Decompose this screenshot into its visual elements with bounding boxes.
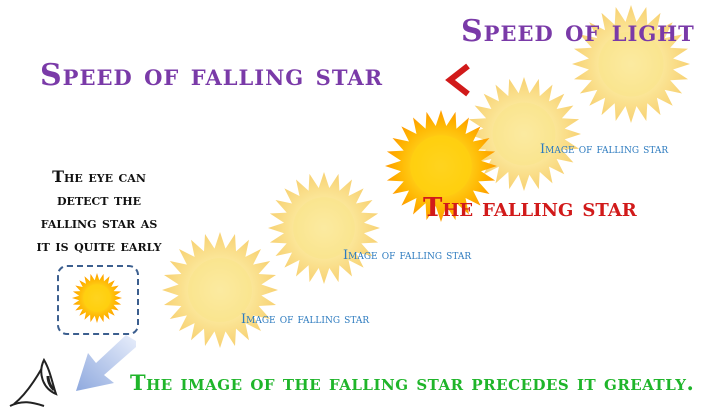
falling-star-label: The falling star xyxy=(423,193,637,223)
sun-core xyxy=(83,284,111,312)
sun-core xyxy=(410,135,472,197)
eye-note-line: falling star as xyxy=(14,211,184,234)
image-label: Image of falling star xyxy=(540,142,668,157)
speed-of-falling-star-title: Speed of falling star xyxy=(40,58,383,93)
eye-icon xyxy=(4,354,60,408)
sun-icon xyxy=(71,272,123,324)
eye-note: The eye can detect the falling star as i… xyxy=(14,165,184,257)
eye-note-line: The eye can xyxy=(14,165,184,188)
eye-note-line: detect the xyxy=(14,188,184,211)
less-than-sign xyxy=(444,62,472,98)
image-label: Image of falling star xyxy=(241,312,369,327)
image-label: Image of falling star xyxy=(343,248,471,263)
conclusion-text: The image of the falling star precedes i… xyxy=(130,370,694,395)
sun-icon xyxy=(266,170,382,286)
eye-note-line: it is quite early xyxy=(14,234,184,257)
speed-of-light-title: Speed of light xyxy=(461,14,695,49)
